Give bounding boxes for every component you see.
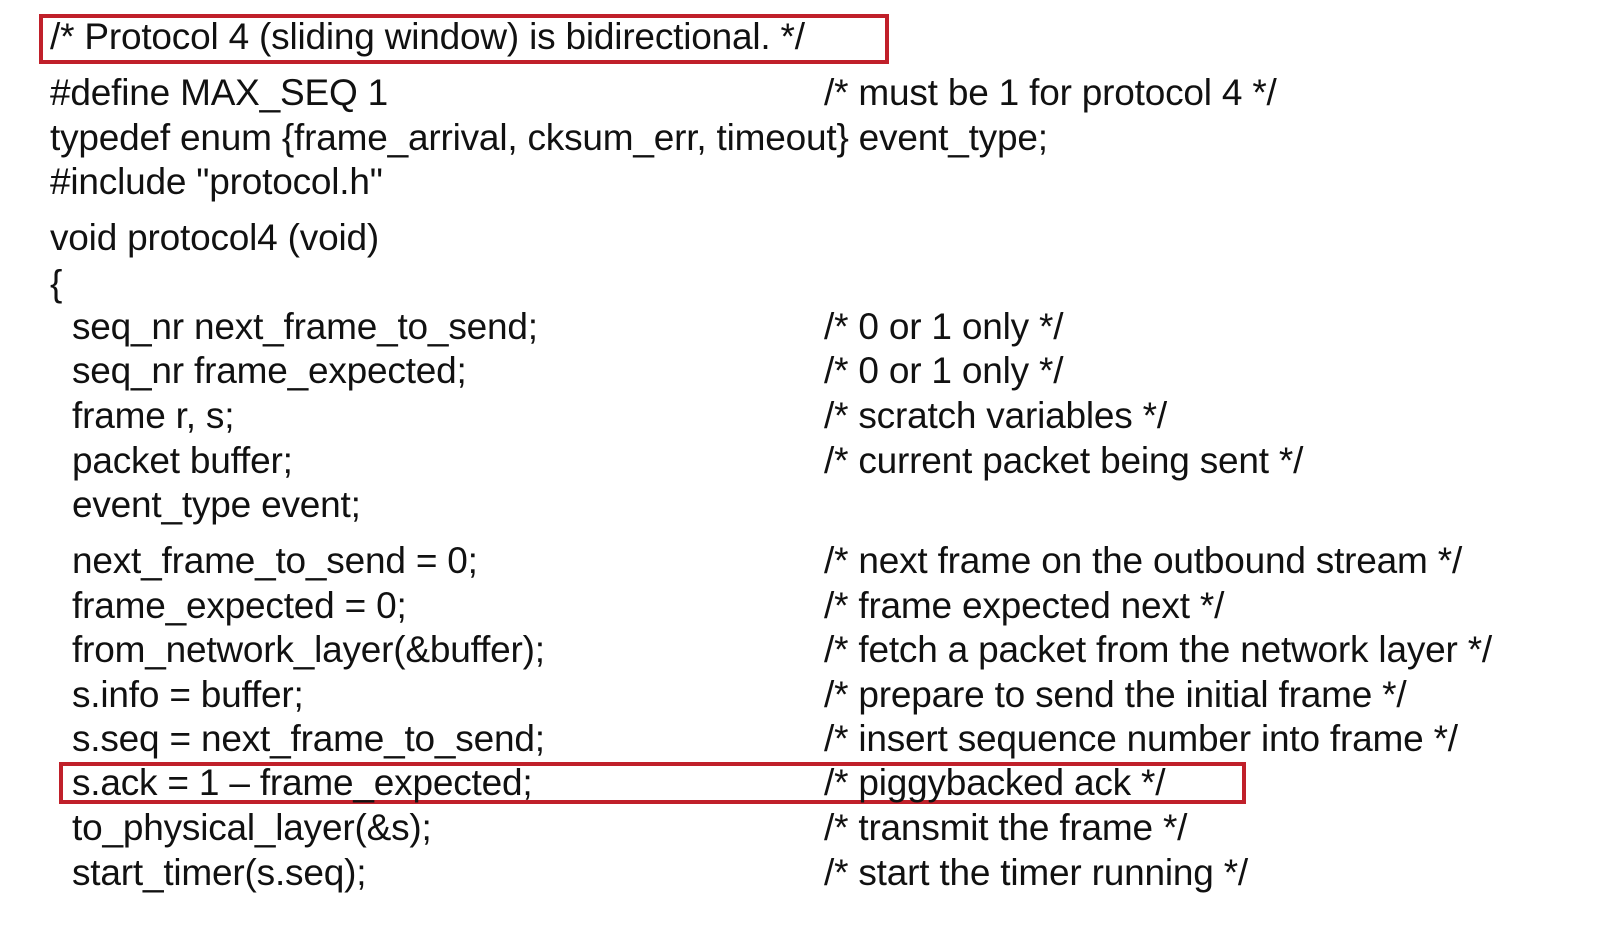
code-line-decl-frames: frame r, s; <box>72 395 235 436</box>
code-line-to-physical: to_physical_layer(&s); <box>72 807 432 848</box>
comment-line-s-info: /* prepare to send the initial frame */ <box>824 674 1407 715</box>
code-line-s-info: s.info = buffer; <box>72 674 304 715</box>
code-line-include: #include "protocol.h" <box>50 161 383 202</box>
code-line-decl-buffer: packet buffer; <box>72 440 293 481</box>
code-line-typedef: typedef enum {frame_arrival, cksum_err, … <box>50 117 1048 158</box>
comment-line-decl-next-frame: /* 0 or 1 only */ <box>824 306 1064 347</box>
code-line-open-brace: { <box>50 263 63 304</box>
code-line-from-network: from_network_layer(&buffer); <box>72 629 545 670</box>
code-line-start-timer: start_timer(s.seq); <box>72 852 367 893</box>
comment-line-init-frame-expected: /* frame expected next */ <box>824 585 1225 626</box>
code-line-decl-next-frame: seq_nr next_frame_to_send; <box>72 306 538 347</box>
comment-line-define: /* must be 1 for protocol 4 */ <box>824 72 1277 113</box>
header-highlight-box <box>39 14 889 64</box>
code-line-s-ack: s.ack = 1 – frame_expected; <box>72 762 533 803</box>
comment-line-start-timer: /* start the timer running */ <box>824 852 1248 893</box>
header-comment: /* Protocol 4 (sliding window) is bidire… <box>50 16 805 57</box>
comment-line-s-ack: /* piggybacked ack */ <box>824 762 1166 803</box>
code-line-define: #define MAX_SEQ 1 <box>50 72 389 113</box>
code-line-init-next-frame: next_frame_to_send = 0; <box>72 540 478 581</box>
code-line-init-frame-expected: frame_expected = 0; <box>72 585 407 626</box>
comment-line-to-physical: /* transmit the frame */ <box>824 807 1188 848</box>
comment-line-init-next-frame: /* next frame on the outbound stream */ <box>824 540 1463 581</box>
comment-line-decl-buffer: /* current packet being sent */ <box>824 440 1304 481</box>
comment-line-decl-frames: /* scratch variables */ <box>824 395 1167 436</box>
code-line-function-signature: void protocol4 (void) <box>50 217 379 258</box>
code-line-decl-event: event_type event; <box>72 484 361 525</box>
comment-line-s-seq: /* insert sequence number into frame */ <box>824 718 1458 759</box>
ack-line-highlight-box <box>59 762 1246 804</box>
code-line-decl-frame-expected: seq_nr frame_expected; <box>72 350 467 391</box>
comment-line-decl-frame-expected: /* 0 or 1 only */ <box>824 350 1064 391</box>
comment-line-from-network: /* fetch a packet from the network layer… <box>824 629 1492 670</box>
code-line-s-seq: s.seq = next_frame_to_send; <box>72 718 545 759</box>
